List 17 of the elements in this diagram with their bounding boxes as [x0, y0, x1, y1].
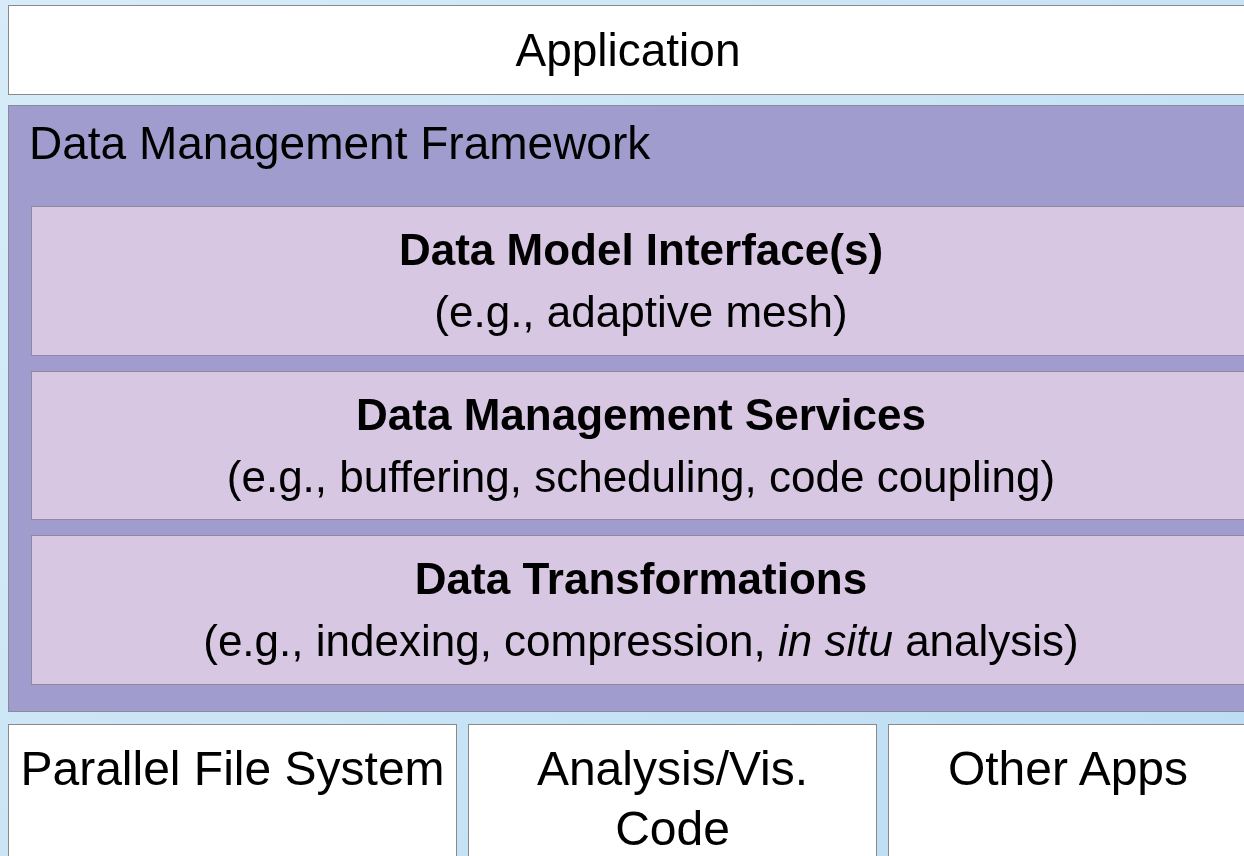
layer-box: [8, 5, 1244, 95]
layer-examples: (e.g., indexing, compression, in situ analysis): [203, 615, 1079, 667]
layer-title: Data Management Services: [356, 388, 926, 441]
component-label: Analysis/Vis. Code: [535, 741, 810, 856]
framework-panel: [8, 105, 1244, 712]
layer-examples: (e.g., adaptive mesh): [434, 286, 848, 338]
layer-box: [31, 371, 1244, 520]
component-box: [468, 724, 877, 856]
layer-box: [31, 206, 1244, 356]
component-label: Parallel File System: [19, 741, 446, 797]
layer-box: [31, 535, 1244, 685]
layer-examples: (e.g., buffering, scheduling, code coupling): [226, 450, 1056, 503]
component-box: [8, 724, 457, 856]
layer-title: Data Transformations: [414, 553, 868, 605]
component-label: Other Apps: [946, 741, 1190, 797]
component-box: [888, 724, 1244, 856]
layer-title: Data Model Interface(s): [398, 224, 884, 276]
